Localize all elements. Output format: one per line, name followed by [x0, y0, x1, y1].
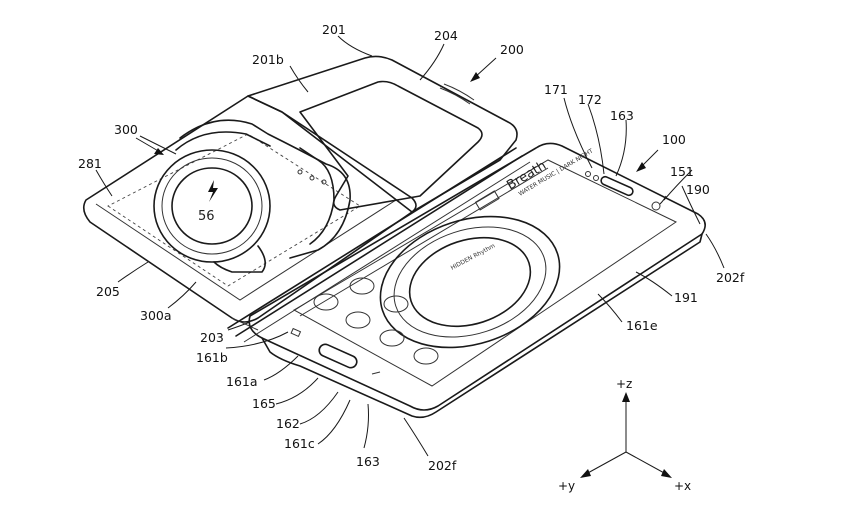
ref-161c: 161c	[284, 436, 315, 451]
ref-190: 190	[686, 182, 710, 197]
ref-201b: 201b	[252, 52, 284, 67]
phone-screen-ui: Breath WATER MUSIC | DARK NIGHT HIDDEN R…	[290, 147, 661, 375]
ref-171: 171	[544, 82, 568, 97]
ref-161e: 161e	[626, 318, 658, 333]
ref-281: 281	[78, 156, 102, 171]
ref-165: 165	[252, 396, 276, 411]
music-ring-outer	[379, 215, 561, 349]
smartwatch: 56	[153, 119, 351, 273]
screen-round-buttons	[313, 277, 439, 365]
case-hinge	[227, 147, 531, 343]
axis-y-label: +y	[558, 479, 575, 493]
axis-z-label: +z	[616, 377, 632, 391]
ref-300: 300	[114, 122, 138, 137]
ref-200: 200	[500, 42, 524, 57]
front-camera	[651, 201, 661, 211]
ref-300a: 300a	[140, 308, 172, 323]
watch-face	[171, 167, 253, 245]
ref-205: 205	[96, 284, 120, 299]
earpiece-speaker	[600, 175, 634, 197]
callout-arrows	[135, 57, 659, 172]
case-window	[299, 80, 483, 211]
home-button	[318, 343, 358, 369]
ref-161b: 161b	[196, 350, 228, 365]
charging-bolt-icon	[208, 180, 218, 202]
ref-161a: 161a	[226, 374, 258, 389]
ref-172: 172	[578, 92, 602, 107]
phone-screen-outline	[292, 159, 678, 387]
ref-203: 203	[200, 330, 224, 345]
ref-201: 201	[322, 22, 346, 37]
ref-191: 191	[674, 290, 698, 305]
ref-204: 204	[434, 28, 458, 43]
ref-162: 162	[276, 416, 300, 431]
coordinate-axes: +z +y +x	[558, 377, 691, 493]
ring-center-label: HIDDEN Rhythm	[450, 242, 497, 271]
ref-202f-bottom: 202f	[428, 458, 457, 473]
ref-202f-right: 202f	[716, 270, 745, 285]
watch-case	[153, 149, 271, 263]
charging-area-outline	[107, 133, 361, 287]
reference-numerals: 201 204 200 201b 300 281 205 300a 203 16…	[78, 22, 745, 473]
music-ring-inner	[408, 236, 532, 328]
ref-163-bottom: 163	[356, 454, 380, 469]
watch-number: 56	[198, 209, 215, 224]
ref-100: 100	[662, 132, 686, 147]
ref-151: 151	[670, 164, 694, 179]
leader-lines	[95, 35, 725, 457]
phone-device	[248, 142, 706, 419]
axis-x-label: +x	[674, 479, 691, 493]
ref-163-top: 163	[610, 108, 634, 123]
case-back-cover	[247, 55, 518, 213]
